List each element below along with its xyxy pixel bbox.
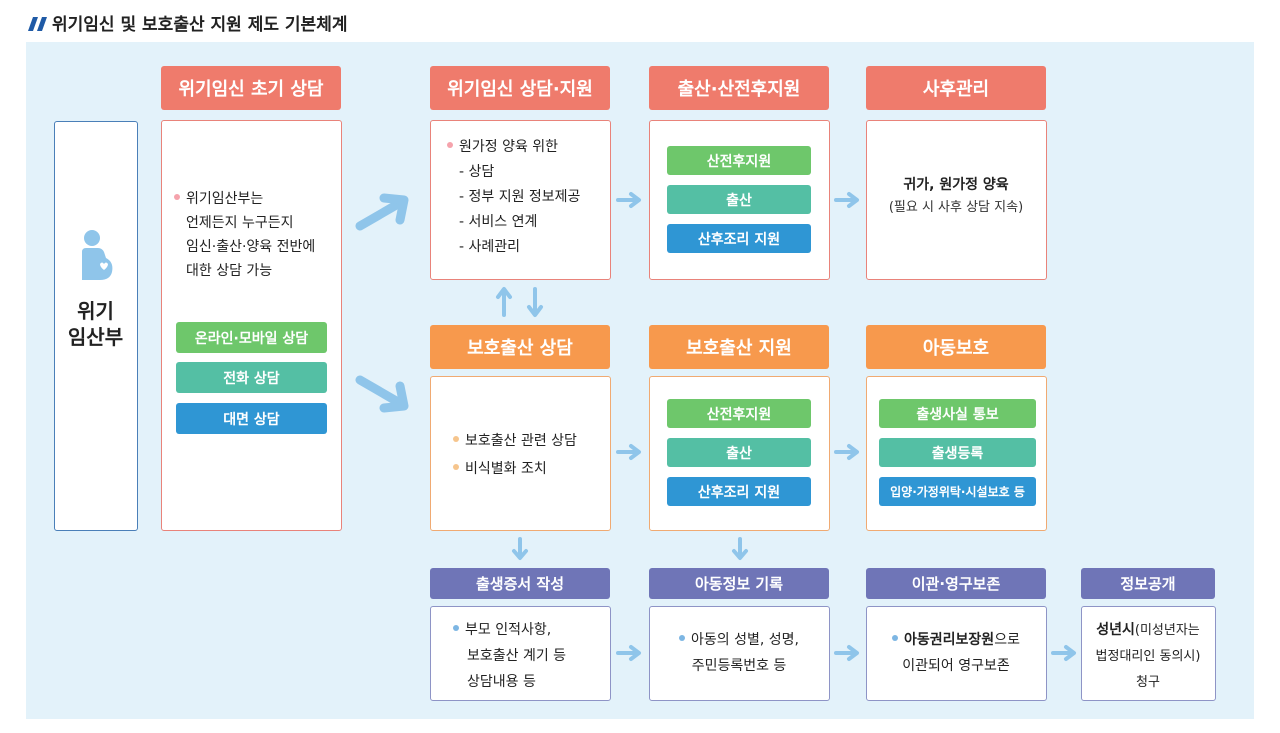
title-logo-icon (28, 16, 48, 31)
bullet-dot (892, 635, 899, 641)
early-counsel-text: 위기임산부는 언제든지 누구든지 임신·출산·양육 전반에 대한 상담 가능 (174, 187, 315, 283)
info-disclosure-box: 성년시(미성년자는 법정대리인 동의시) 청구 (1081, 606, 1216, 701)
protect-counsel-item-1: 보호출산 관련 상담 (465, 433, 577, 449)
person-label-line2: 임산부 (67, 325, 124, 349)
child-protection-header: 아동보호 (866, 325, 1046, 369)
birth-notice-button: 출생사실 통보 (879, 399, 1036, 428)
crisis-support-header: 위기임신 상담·지원 (430, 66, 610, 110)
arrow-down-right-icon (354, 372, 414, 416)
crisis-item-3: - 서비스 연계 (459, 214, 538, 230)
disclosure-line2: 법정대리인 동의시) (1095, 649, 1201, 664)
arrow-right-icon (616, 644, 644, 662)
info-disclosure-text: 성년시(미성년자는 법정대리인 동의시) 청구 (1082, 617, 1214, 696)
protected-birth-counsel-header: 보호출산 상담 (430, 325, 610, 369)
birth-support-header: 출산·산전후지원 (649, 66, 829, 110)
early-line-3: 임신·출산·양육 전반에 (186, 239, 316, 255)
transfer-agency: 아동권리보장원 (904, 632, 995, 648)
certificate-line3: 상담내용 등 (467, 674, 536, 690)
info-disclosure-header: 정보공개 (1081, 568, 1215, 599)
aftercare-header: 사후관리 (866, 66, 1046, 110)
arrow-down-icon (526, 286, 544, 318)
early-counsel-header: 위기임신 초기 상담 (161, 66, 341, 110)
prenatal-support-button: 산전후지원 (667, 399, 811, 428)
child-info-text: 아동의 성별, 성명, 주민등록번호 등 (650, 627, 828, 679)
aftercare-text: 귀가, 원가정 양육 (필요 시 사후 상담 지속) (867, 173, 1045, 219)
transfer-line2: 이관되어 영구보존 (902, 658, 1010, 674)
birth-certificate-header: 출생증서 작성 (430, 568, 610, 599)
page-title: 위기임신 및 보호출산 지원 제도 기본체계 (52, 15, 348, 35)
arrow-right-icon (834, 191, 862, 209)
arrow-right-icon (616, 443, 644, 461)
bullet-dot (679, 635, 686, 641)
child-info-line1: 아동의 성별, 성명, (691, 632, 799, 648)
arrow-down-icon (511, 537, 529, 561)
prenatal-support-button: 산전후지원 (667, 146, 811, 175)
child-info-header: 아동정보 기록 (649, 568, 829, 599)
crisis-item-2: - 정부 지원 정보제공 (459, 189, 581, 205)
transfer-archive-box: 아동권리보장원으로 이관되어 영구보존 (866, 606, 1047, 701)
bullet-dot (453, 464, 459, 470)
transfer-archive-text: 아동권리보장원으로 이관되어 영구보존 (867, 627, 1045, 679)
child-info-box: 아동의 성별, 성명, 주민등록번호 등 (649, 606, 830, 701)
adoption-foster-button: 입양·가정위탁·시설보호 등 (879, 477, 1036, 506)
transfer-suffix: 으로 (994, 632, 1020, 648)
person-label-line1: 위기 (77, 299, 114, 323)
early-line-2: 언제든지 누구든지 (186, 215, 294, 231)
protected-birth-counsel-box: 보호출산 관련 상담 비식별화 조치 (430, 376, 611, 531)
early-line-1: 위기임산부는 (186, 191, 264, 207)
protect-counsel-item-2: 비식별화 조치 (465, 461, 547, 477)
child-info-line2: 주민등록번호 등 (691, 658, 787, 674)
online-mobile-counsel-button: 온라인·모바일 상담 (176, 322, 327, 353)
aftercare-line1: 귀가, 원가정 양육 (903, 177, 1009, 193)
pregnant-woman-box: 위기 임산부 (54, 121, 138, 531)
disclosure-adulthood: 성년시 (1096, 622, 1135, 638)
postpartum-care-button: 산후조리 지원 (667, 224, 811, 253)
certificate-line1: 부모 인적사항, (465, 622, 552, 638)
postpartum-care-button: 산후조리 지원 (667, 477, 811, 506)
crisis-item-4: - 사례관리 (459, 239, 521, 255)
phone-counsel-button: 전화 상담 (176, 362, 327, 393)
arrow-right-icon (834, 443, 862, 461)
bullet-dot (453, 436, 459, 442)
arrow-up-icon (495, 286, 513, 318)
arrow-right-icon (616, 191, 644, 209)
pregnant-woman-label: 위기 임산부 (55, 298, 136, 350)
arrow-right-icon (834, 644, 862, 662)
childbirth-button: 출산 (667, 185, 811, 214)
crisis-support-text: 원가정 양육 위한 - 상담 - 정부 지원 정보제공 - 서비스 연계 - 사… (447, 135, 580, 260)
protected-birth-counsel-text: 보호출산 관련 상담 비식별화 조치 (453, 427, 577, 483)
disclosure-line3: 청구 (1136, 675, 1160, 690)
protected-birth-support-header: 보호출산 지원 (649, 325, 829, 369)
disclosure-minor-note: (미성년자는 (1134, 623, 1200, 638)
arrow-up-right-icon (354, 190, 414, 234)
crisis-support-box: 원가정 양육 위한 - 상담 - 정부 지원 정보제공 - 서비스 연계 - 사… (430, 120, 611, 280)
in-person-counsel-button: 대면 상담 (176, 403, 327, 434)
childbirth-button: 출산 (667, 438, 811, 467)
crisis-item-1: - 상담 (459, 164, 495, 180)
birth-registration-button: 출생등록 (879, 438, 1036, 467)
certificate-line2: 보호출산 계기 등 (467, 648, 567, 664)
crisis-bullet: 원가정 양육 위한 (459, 139, 559, 155)
aftercare-line2: (필요 시 사후 상담 지속) (888, 200, 1024, 215)
bullet-dot (453, 625, 459, 631)
aftercare-box: 귀가, 원가정 양육 (필요 시 사후 상담 지속) (866, 120, 1047, 280)
early-line-4: 대한 상담 가능 (186, 263, 273, 279)
birth-certificate-text: 부모 인적사항, 보호출산 계기 등 상담내용 등 (453, 617, 566, 695)
birth-certificate-box: 부모 인적사항, 보호출산 계기 등 상담내용 등 (430, 606, 611, 701)
pregnant-woman-icon (78, 230, 114, 282)
bullet-dot (447, 142, 453, 148)
arrow-down-icon (731, 537, 749, 561)
transfer-archive-header: 이관·영구보존 (866, 568, 1046, 599)
arrow-right-icon (1051, 644, 1079, 662)
bullet-dot (174, 194, 180, 200)
